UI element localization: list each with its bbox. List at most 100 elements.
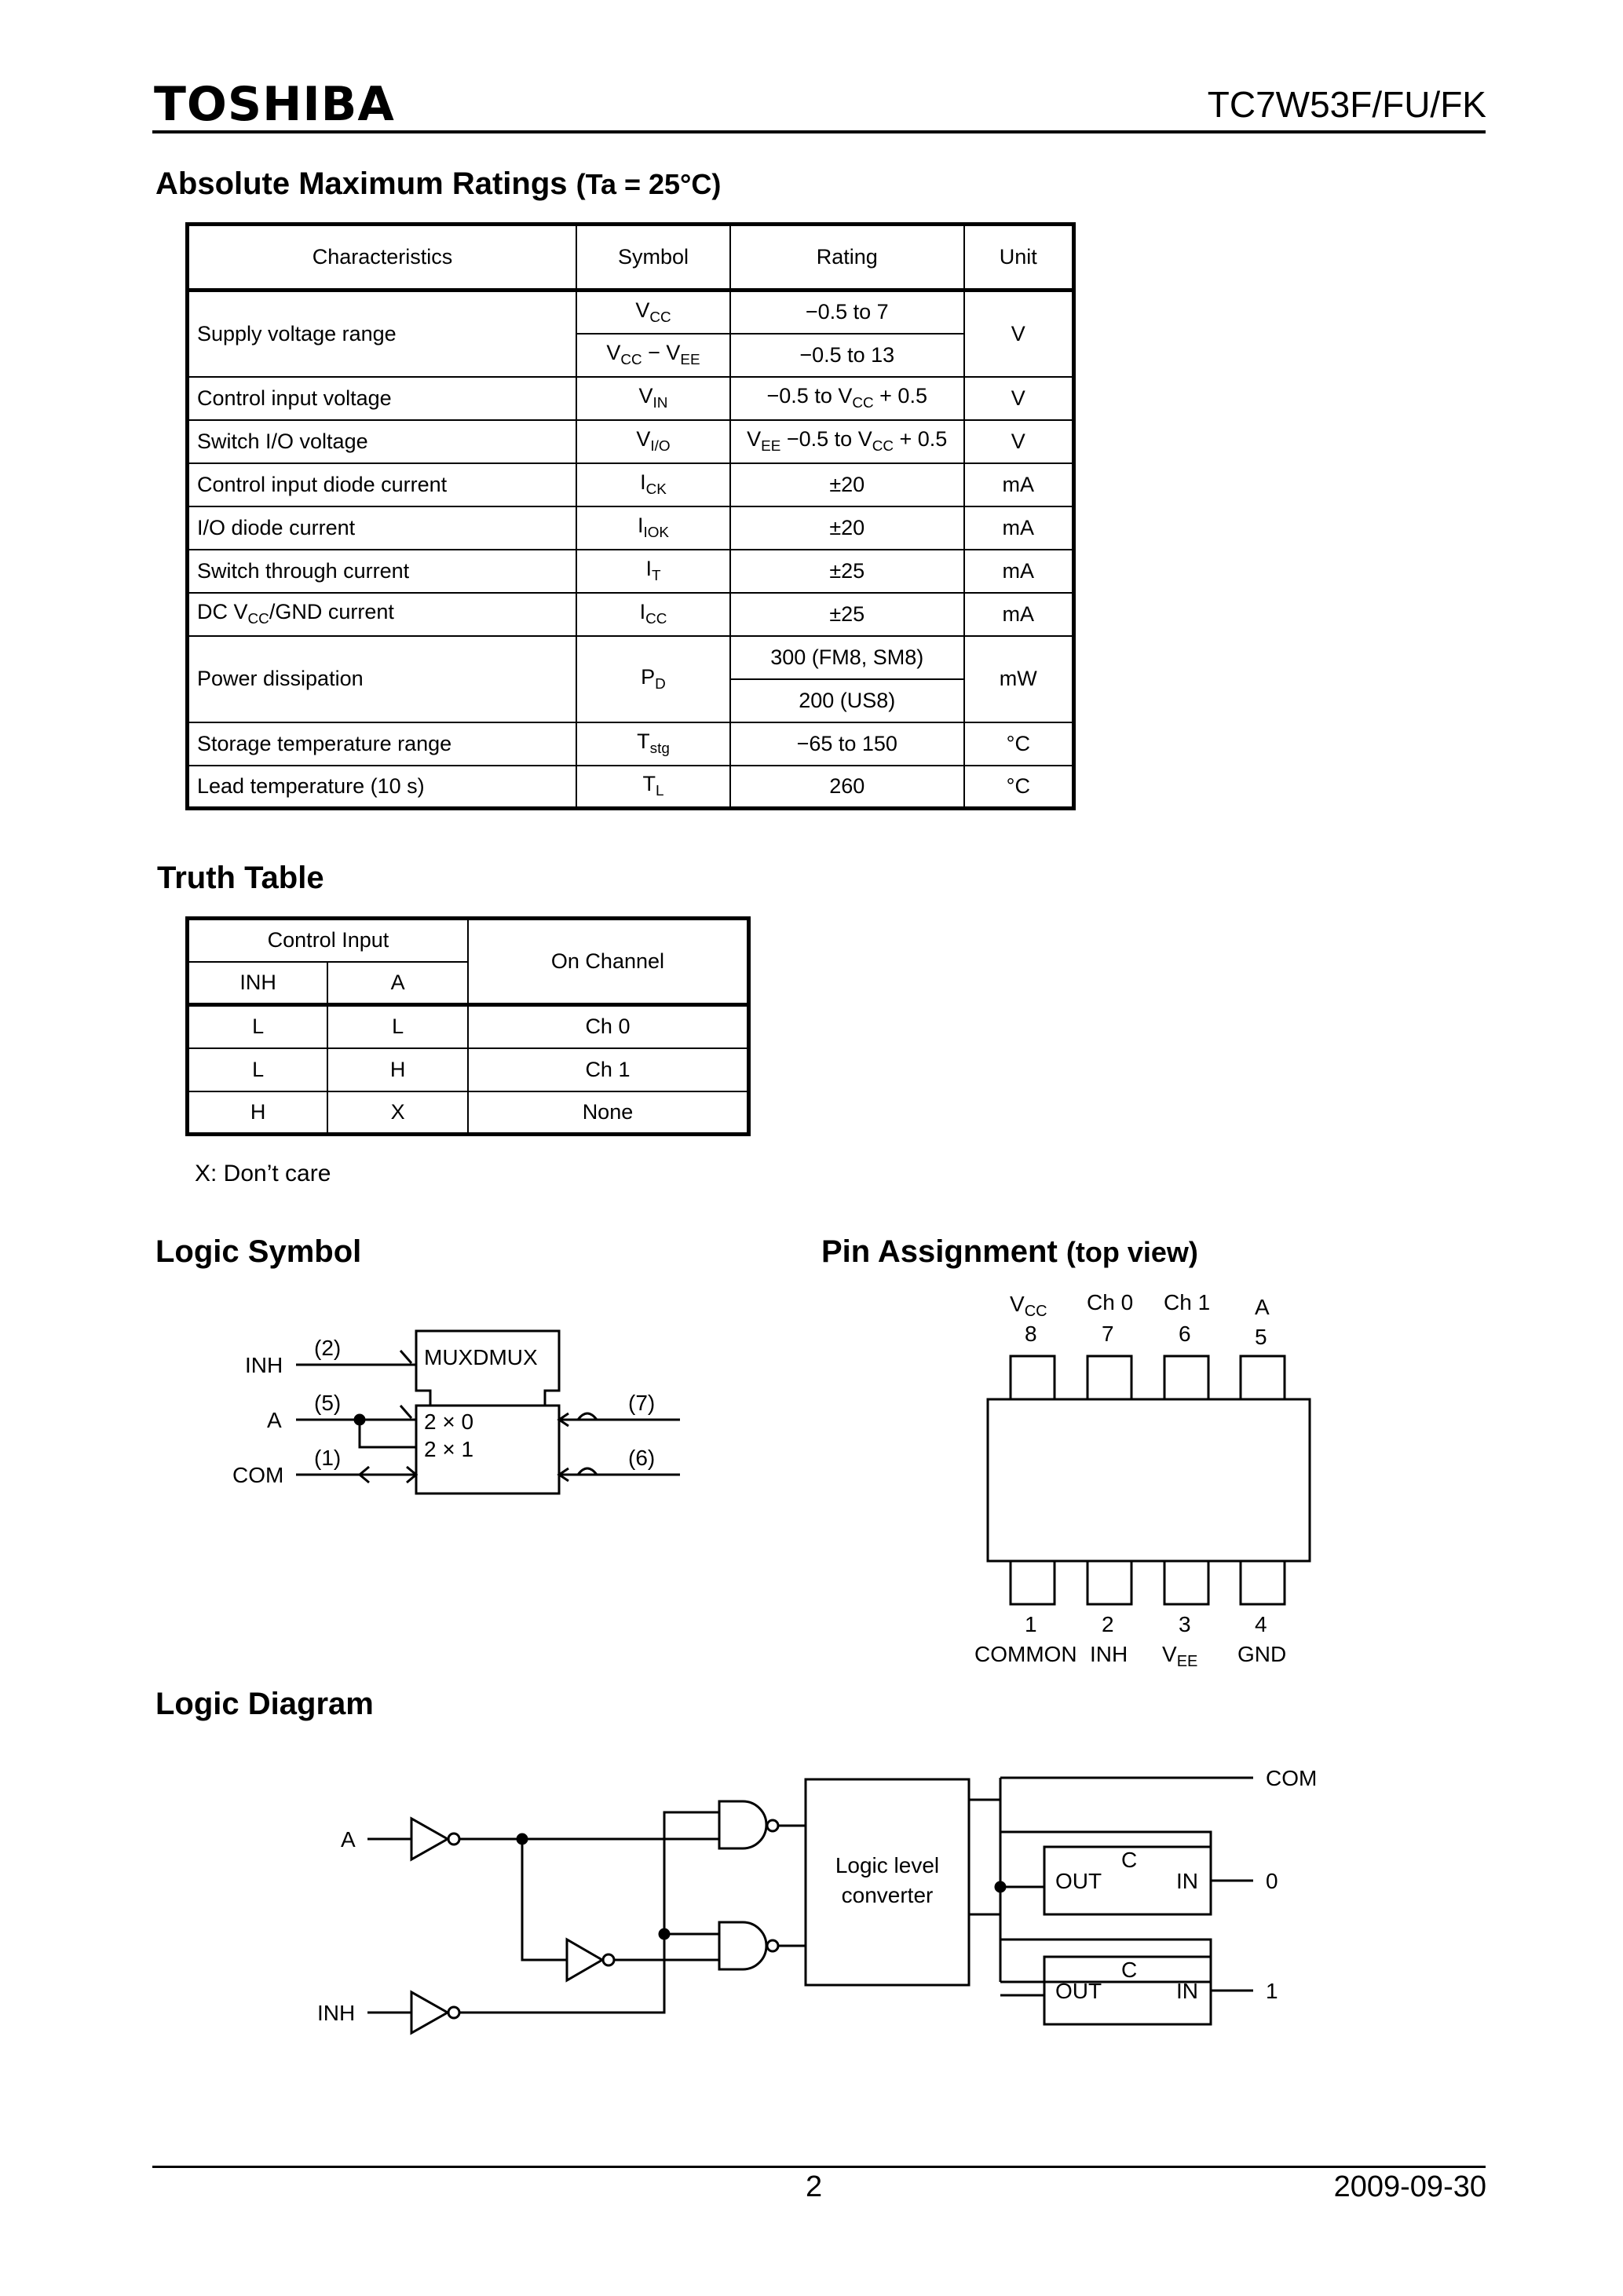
characteristic-cell: I/O diode current: [186, 505, 578, 550]
nand-1-bubble: [766, 1819, 780, 1833]
table-row: Lead temperature (10 s) TL 260 °C: [186, 764, 1075, 810]
unit-cell: mA: [963, 505, 1075, 550]
a-input-label: A: [341, 1827, 356, 1852]
table-row: DC VCC/GND current ICC ±25 mA: [186, 591, 1075, 637]
a-polarity-mark: [399, 1405, 413, 1419]
table-row: Power dissipation PD 300 (FM8, SM8) mW: [186, 634, 1075, 723]
abs-max-condition: (Ta = 25°C): [576, 168, 722, 200]
table-row: L H Ch 1: [186, 1047, 750, 1092]
converter-label: Logic level: [835, 1853, 939, 1877]
unit-cell: °C: [963, 721, 1075, 766]
characteristic-cell: Control input diode current: [186, 462, 578, 507]
channel-cell: None: [466, 1090, 750, 1135]
logic-diagram-title: Logic Diagram: [155, 1687, 374, 1721]
a-branch-line: [358, 1420, 416, 1449]
table-row: L L Ch 0: [186, 1004, 750, 1049]
toshiba-logo: TOSHIBA: [154, 77, 395, 132]
switch-out-label: OUT: [1055, 1979, 1102, 2003]
unit-cell: °C: [963, 764, 1075, 810]
symbol-cell: IIOK: [576, 505, 731, 550]
pin-number-label: (1): [314, 1446, 341, 1470]
pin-5-stub: [1239, 1355, 1286, 1401]
symbol-cell: VI/O: [576, 419, 731, 464]
pin-2-stub: [1086, 1559, 1133, 1606]
pin-6-stub: [1163, 1355, 1210, 1401]
inh-cell: L: [186, 1004, 329, 1049]
logic-level-converter-box: [804, 1778, 971, 1987]
pin-assignment-package: [986, 1355, 1311, 1606]
pin-2-number: 2: [1102, 1612, 1114, 1636]
symbol-cell: PD: [576, 634, 731, 723]
table-row: 200 (US8): [188, 678, 1074, 723]
inverter-2-icon: [565, 1937, 605, 1983]
a-cell: H: [327, 1047, 469, 1092]
mux-body-block: [415, 1404, 561, 1495]
ic-package-body: [986, 1398, 1311, 1563]
col-header: Characteristics: [186, 223, 578, 292]
com-label: COM: [232, 1463, 283, 1487]
absolute-maximum-ratings-table: Characteristics Symbol Rating Unit Suppl…: [185, 222, 1076, 810]
characteristic-cell: Control input voltage: [186, 375, 578, 421]
pin-3-number: 3: [1179, 1612, 1191, 1636]
a-cell: L: [327, 1004, 469, 1049]
table-row: Supply voltage range VCC −0.5 to 7 V: [186, 289, 1075, 378]
switch-in-label: IN: [1176, 1979, 1198, 2003]
rating-cell: 260: [729, 764, 965, 810]
unit-cell: mA: [963, 591, 1075, 637]
pin-7-number: 7: [1102, 1322, 1114, 1346]
logic-symbol-title: Logic Symbol: [155, 1234, 362, 1269]
pin-number-label: (2): [314, 1336, 341, 1360]
inh-input-label: INH: [317, 2001, 355, 2025]
rating-cell: 200 (US8): [729, 678, 965, 723]
inverter-inh-bubble: [447, 2005, 461, 2020]
inh-bus-line: [459, 1811, 719, 2014]
muxdmux-label: MUXDMUX: [424, 1345, 538, 1369]
pin-5-name: A: [1255, 1295, 1270, 1319]
pin-number-label: (6): [628, 1446, 655, 1470]
document-date: 2009-09-30: [1333, 2170, 1486, 2203]
nand-gate-1-icon: [718, 1800, 768, 1850]
truth-table: Control Input On Channel INH A L L Ch 0 …: [185, 916, 751, 1136]
junction-dot: [658, 1928, 671, 1940]
inverter-a-bubble: [447, 1832, 461, 1846]
rating-cell: ±25: [729, 591, 965, 637]
unit-cell: mA: [963, 462, 1075, 507]
col-header: Rating: [729, 223, 965, 292]
unit-cell: mW: [963, 634, 1075, 723]
on-channel-header: On Channel: [466, 917, 750, 1007]
junction-dot: [353, 1413, 366, 1426]
pin-assignment-title: Pin Assignment: [821, 1234, 1058, 1269]
gate-c1-line: [1000, 1938, 1212, 1957]
inverter-2-bubble: [601, 1953, 616, 1967]
pin-8-name: VCC: [1010, 1292, 1047, 1320]
rating-cell: −0.5 to 13: [729, 332, 965, 378]
col-header: Symbol: [576, 223, 731, 292]
junction-dot: [994, 1881, 1007, 1893]
switch-out-label: OUT: [1055, 1869, 1102, 1893]
table-row: Control input diode current ICK ±20 mA: [186, 462, 1075, 507]
junction-dot: [516, 1833, 528, 1845]
converter-out-bus: [969, 1798, 1002, 1982]
mux-row-label: 2 × 0: [424, 1409, 473, 1434]
pin-1-number: 1: [1025, 1612, 1037, 1636]
truth-table-title: Truth Table: [157, 861, 324, 895]
symbol-cell: ICK: [576, 462, 731, 507]
col-header: Unit: [963, 223, 1075, 292]
a-to-inv2-line: [521, 1839, 567, 1961]
table-row: Switch I/O voltage VI/O VEE −0.5 to VCC …: [186, 419, 1075, 464]
unit-cell: V: [963, 419, 1075, 464]
characteristic-cell: Lead temperature (10 s): [186, 764, 578, 810]
pin-assignment-heading: Pin Assignment (top view): [821, 1234, 1198, 1270]
com-bidirectional-arrow-icon: [357, 1465, 419, 1484]
symbol-cell: VCC − VEE: [576, 332, 731, 378]
unit-cell: V: [963, 289, 1075, 378]
page-number: 2: [806, 2170, 823, 2203]
inh-cell: H: [186, 1090, 329, 1135]
com-output-label: COM: [1266, 1766, 1317, 1790]
ch0-output-label: 0: [1266, 1869, 1278, 1893]
pin-5-number: 5: [1255, 1325, 1267, 1349]
rating-cell: −0.5 to VCC + 0.5: [729, 375, 965, 421]
a-cell: X: [327, 1090, 469, 1135]
pin-2-name: INH: [1090, 1642, 1128, 1666]
nand-gate-2-icon: [718, 1921, 768, 1971]
